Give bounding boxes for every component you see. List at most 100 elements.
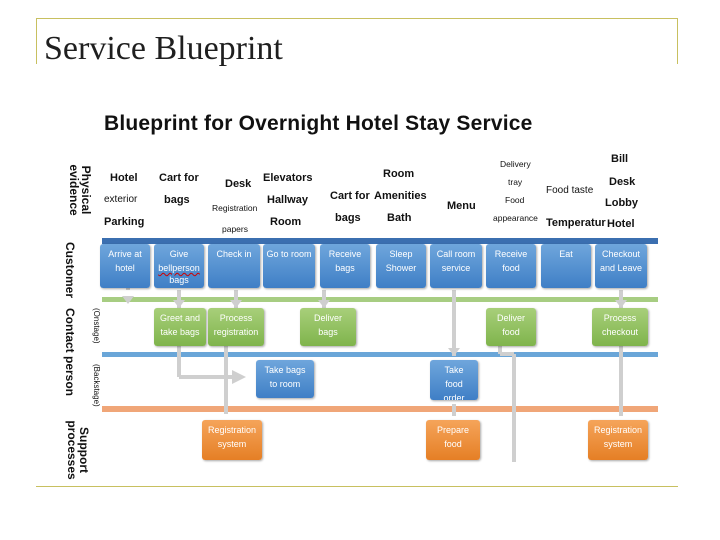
evidence-room: Room: [270, 216, 301, 228]
evidence-food: Food: [505, 195, 524, 205]
box-line: Call room: [436, 249, 476, 259]
frame-bottom-line: [36, 486, 678, 487]
evidence-registration: Registration: [212, 203, 257, 213]
evidence-cart-for-bags-2: Cart for: [330, 190, 370, 202]
evidence-text: papers: [222, 224, 248, 234]
evidence-temperatur: Temperatur: [546, 217, 606, 229]
evidence-cart-for-bags: Cart for: [159, 172, 199, 184]
evidence-hotel-exterior: Hotel: [110, 172, 138, 184]
box-line: registration: [213, 327, 259, 337]
line-backstage: [102, 352, 658, 357]
evidence-text: Hallway: [267, 194, 308, 206]
evidence-lobby: Lobby: [605, 197, 638, 209]
lane-text: (Backstage): [92, 364, 101, 407]
box-line: food: [444, 439, 462, 449]
backstage-take-bags-to-room: Take bags to room: [256, 360, 314, 398]
evidence-text: Hotel: [607, 218, 635, 230]
customer-receive-bags: Receive bags: [320, 244, 370, 288]
onstage-process-checkout: Process checkout: [592, 308, 648, 346]
lane-label-customer: Customer: [63, 242, 77, 298]
box-line: bags: [169, 275, 189, 285]
evidence-text: tray: [508, 177, 523, 187]
onstage-process-registration: Process registration: [208, 308, 264, 346]
box-line: hotel: [115, 263, 135, 273]
slide-title: Service Blueprint: [44, 30, 283, 67]
evidence-text: bags: [335, 212, 361, 224]
box-line: Receive: [328, 249, 362, 259]
evidence-hotel-exterior-2: exterior: [104, 194, 137, 205]
box-line: and Leave: [599, 263, 643, 273]
box-line: Eat: [559, 249, 573, 259]
support-registration-system-2: Registration system: [588, 420, 648, 460]
evidence-hallway: Hallway: [267, 194, 308, 206]
customer-checkout-and-leave: Checkout and Leave: [595, 244, 647, 288]
customer-call-room-service: Call room service: [430, 244, 482, 288]
box-line: Deliver: [496, 313, 525, 323]
box-line: order: [443, 393, 465, 400]
evidence-tray: tray: [508, 177, 522, 187]
box-line: Give: [169, 249, 189, 259]
evidence-hotel: Hotel: [607, 218, 635, 230]
evidence-text: Room: [270, 216, 302, 228]
lines-layer: [102, 238, 658, 462]
box-line: system: [603, 439, 633, 449]
lane-text: Support processes: [65, 420, 91, 480]
evidence-text: Hotel: [110, 172, 138, 184]
support-registration-system: Registration system: [202, 420, 262, 460]
evidence-text: Elevators: [263, 172, 313, 184]
evidence-text: Bill: [611, 153, 629, 165]
support-prepare-food: Prepare food: [426, 420, 480, 460]
box-line: checkout: [601, 327, 639, 337]
lane-label-support-processes: Support processes: [65, 418, 91, 482]
box-line: Prepare: [436, 425, 470, 435]
box-line: Registration: [207, 425, 257, 435]
evidence-text: appearance: [493, 213, 538, 223]
box-line: Greet and: [159, 313, 201, 323]
evidence-text: bags: [164, 194, 190, 206]
evidence-text: Lobby: [605, 197, 638, 209]
evidence-food-taste: Food taste: [546, 185, 593, 196]
evidence-parking: Parking: [104, 216, 144, 228]
evidence-elevators: Elevators: [263, 172, 313, 184]
evidence-text: Cart for: [159, 172, 199, 184]
box-line: bellperson: [158, 263, 200, 273]
evidence-text: Menu: [447, 200, 476, 212]
frame-right-line: [677, 18, 678, 64]
box-line: Take bags: [264, 365, 306, 375]
box-line: Process: [603, 313, 637, 323]
box-line: Go to room: [266, 249, 312, 259]
evidence-menu: Menu: [447, 200, 476, 212]
box-line: Deliver: [313, 313, 342, 323]
evidence-text: Food: [505, 195, 525, 205]
box-line: system: [217, 439, 247, 449]
box-line: Registration: [593, 425, 643, 435]
evidence-amenities: Amenities: [374, 190, 427, 202]
lane-label-backstage: (Backstage): [90, 364, 102, 407]
lane-text: (Onstage): [92, 308, 101, 344]
line-of-visibility: [102, 297, 658, 302]
customer-arrive-at-hotel: Arrive at hotel: [100, 244, 150, 288]
box-line: Process: [219, 313, 253, 323]
lane-label-contact-person: Contact person: [63, 308, 77, 396]
box-line: Sleep: [389, 249, 413, 259]
box-line: bags: [335, 263, 355, 273]
onstage-deliver-food: Deliver food: [486, 308, 536, 346]
box-line: Check in: [216, 249, 252, 259]
customer-sleep-shower: Sleep Shower: [376, 244, 426, 288]
evidence-text: Temperatur: [546, 217, 606, 229]
evidence-delivery: Delivery: [500, 159, 531, 169]
box-line: Arrive at: [108, 249, 142, 259]
evidence-text: Delivery: [500, 159, 531, 169]
evidence-text: Desk: [609, 176, 636, 188]
evidence-text: Bath: [387, 212, 412, 224]
box-line: Take: [444, 365, 464, 375]
evidence-papers: papers: [222, 224, 248, 234]
box-line: bags: [318, 327, 338, 337]
customer-give-bags: Give bellperson bags: [154, 244, 204, 288]
evidence-cart-for-bags-b: bags: [164, 194, 190, 206]
evidence-desk: Desk: [225, 178, 251, 190]
blueprint-diagram: [56, 104, 666, 482]
evidence-text: Registration: [212, 203, 258, 213]
onstage-deliver-bags: Deliver bags: [300, 308, 356, 346]
evidence-text: Cart for: [330, 190, 370, 202]
